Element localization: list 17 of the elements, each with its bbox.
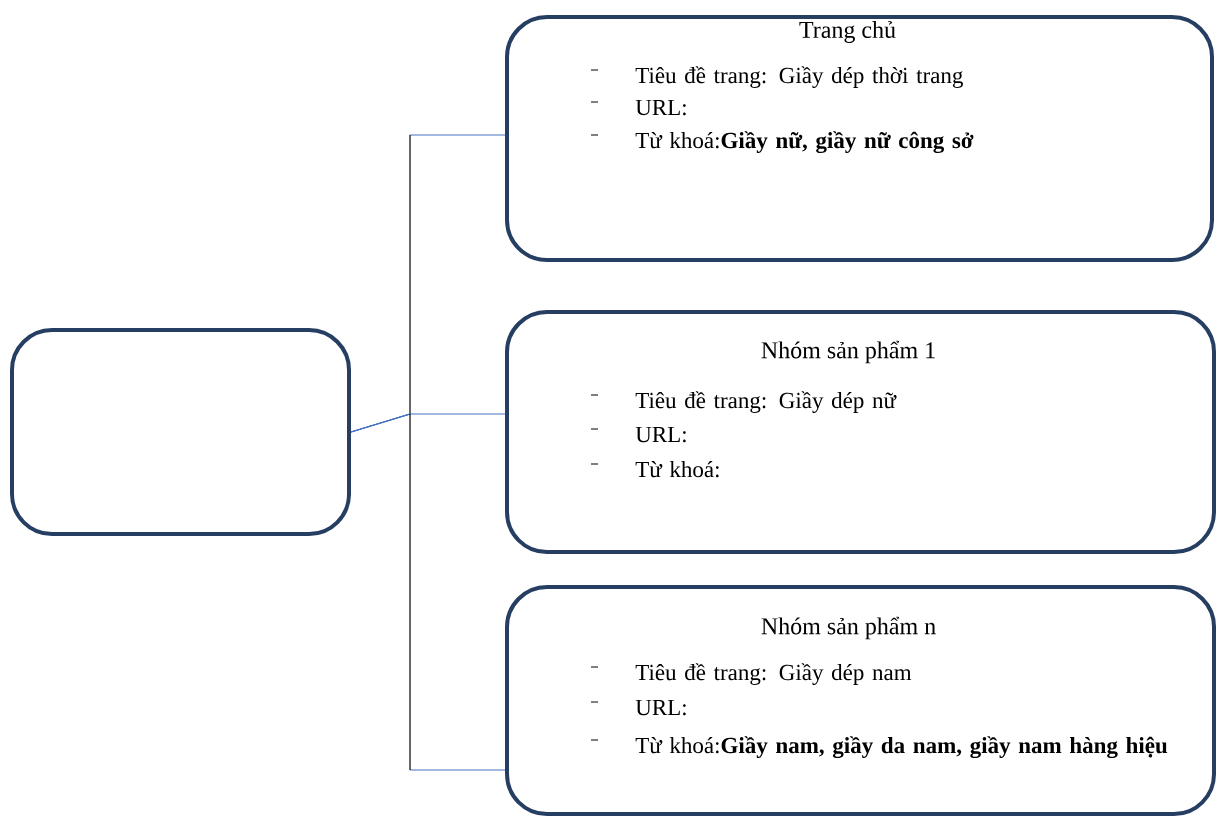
rounded-box bbox=[505, 310, 1216, 554]
rounded-box bbox=[10, 328, 351, 536]
box-heading: Nhóm sản phẩm 1 bbox=[761, 340, 935, 364]
list-item: URL: bbox=[635, 99, 686, 116]
list-item: Tiêu đề trang: Giầy dép nữ bbox=[635, 391, 897, 413]
list-item: Từ khoá:Giầy nữ, giầy nữ công sở bbox=[635, 131, 974, 154]
list-item: Từ khoá:Giầy nam, giầy da nam, giầy nam hàng hiệu bbox=[635, 736, 1168, 759]
connector-line bbox=[350, 413, 506, 771]
box-heading: Trang chủ bbox=[799, 21, 896, 43]
list-item: URL: bbox=[635, 699, 686, 716]
list-item: URL: bbox=[635, 426, 686, 443]
rounded-box bbox=[505, 585, 1216, 816]
list-item: Tiêu đề trang: Giầy dép nam bbox=[635, 663, 912, 685]
box-heading: Nhóm sản phẩm n bbox=[761, 616, 936, 640]
rounded-box bbox=[505, 15, 1214, 262]
list-item: Tiêu đề trang: Giầy dép thời trang bbox=[635, 66, 963, 88]
list-item: Từ khoá: bbox=[635, 461, 719, 478]
